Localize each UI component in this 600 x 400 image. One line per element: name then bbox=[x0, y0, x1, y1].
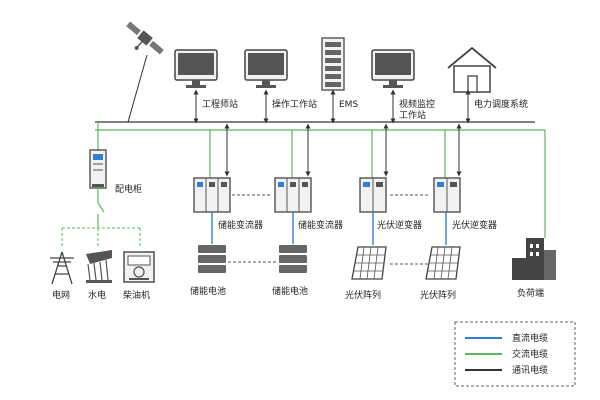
monitor-icon bbox=[244, 49, 288, 88]
battery-rack-icon bbox=[279, 245, 307, 273]
distribution-cabinet-label: 配电柜 bbox=[115, 183, 142, 195]
legend: 直流电缆 交流电缆 通讯电缆 bbox=[454, 321, 576, 387]
video-monitor-label-2: 工作站 bbox=[399, 109, 426, 121]
diesel-label: 柴油机 bbox=[123, 289, 150, 301]
cabinet-icon bbox=[89, 149, 107, 189]
satellite-icon bbox=[126, 21, 164, 55]
battery-2-label: 储能电池 bbox=[272, 285, 308, 297]
converter-cabinet-icon bbox=[359, 177, 387, 213]
pcs-2-label: 储能变流器 bbox=[298, 219, 343, 231]
solar-panel-icon bbox=[351, 246, 387, 280]
hydro-icon bbox=[86, 250, 112, 283]
satellite-link bbox=[127, 54, 148, 123]
battery-rack-icon bbox=[198, 245, 226, 273]
legend-comm-label: 通讯电缆 bbox=[512, 364, 548, 376]
power-tower-icon bbox=[50, 251, 74, 285]
converter-cabinet-icon bbox=[274, 177, 312, 213]
battery-1-label: 储能电池 bbox=[190, 285, 226, 297]
cabinet-switch-blade bbox=[97, 202, 105, 213]
video-monitor-label-1: 视频监控 bbox=[399, 98, 435, 110]
operator-station-label: 操作工作站 bbox=[272, 98, 317, 110]
pv-inv-2-label: 光伏逆变器 bbox=[452, 219, 497, 231]
pv-array-2-label: 光伏阵列 bbox=[420, 289, 456, 301]
server-rack-icon bbox=[321, 37, 345, 91]
generator-icon bbox=[123, 251, 155, 283]
grid-label: 电网 bbox=[52, 289, 70, 301]
dispatch-label: 电力调度系统 bbox=[474, 98, 528, 110]
pv-inv-1-label: 光伏逆变器 bbox=[377, 219, 422, 231]
legend-dc-label: 直流电缆 bbox=[512, 332, 548, 344]
pv-array-1-label: 光伏阵列 bbox=[345, 289, 381, 301]
house-icon bbox=[447, 46, 497, 93]
engineer-station-label: 工程师站 bbox=[202, 98, 238, 110]
ems-label: EMS bbox=[339, 100, 358, 110]
monitor-icon bbox=[371, 49, 415, 88]
hydro-label: 水电 bbox=[88, 289, 106, 301]
converter-cabinet-icon bbox=[433, 177, 461, 213]
converter-cabinet-icon bbox=[193, 177, 231, 213]
monitor-icon bbox=[174, 49, 218, 88]
legend-ac-label: 交流电缆 bbox=[512, 348, 548, 360]
load-label: 负荷端 bbox=[517, 287, 544, 299]
pcs-1-label: 储能变流器 bbox=[218, 219, 263, 231]
buildings-icon bbox=[512, 238, 556, 280]
solar-panel-icon bbox=[425, 246, 461, 280]
